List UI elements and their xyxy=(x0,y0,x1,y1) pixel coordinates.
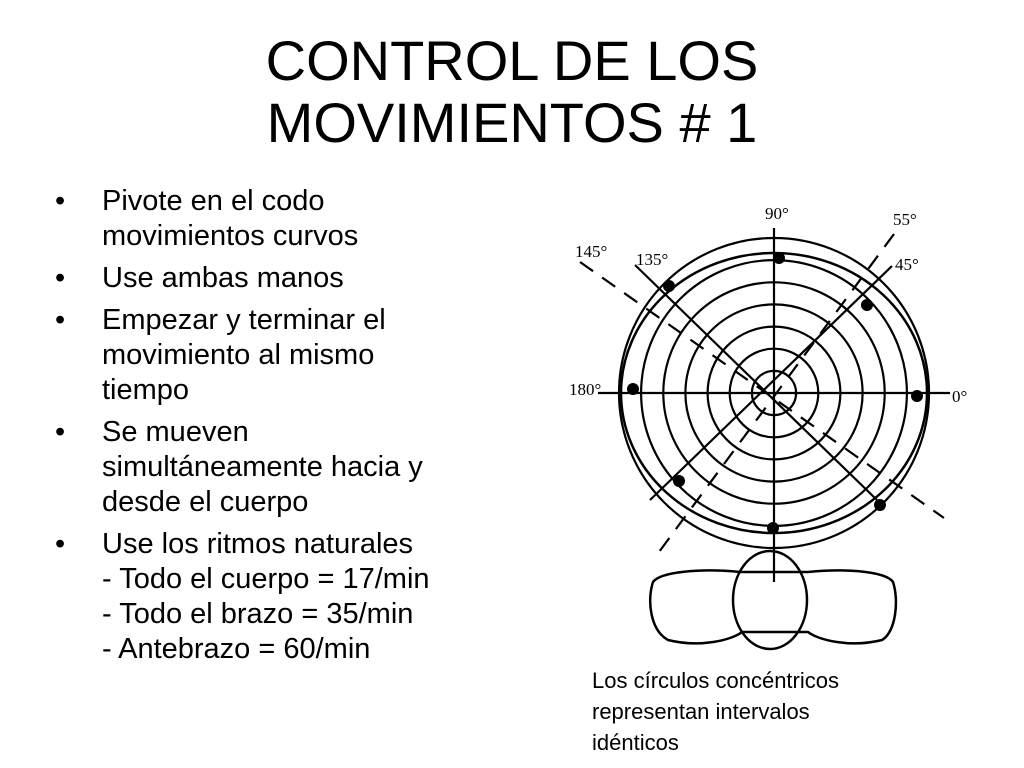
point-270 xyxy=(767,522,779,534)
caption-line: representan intervalos xyxy=(592,699,810,724)
bullet-line: desde el cuerpo xyxy=(102,486,309,518)
slide-title: CONTROL DE LOS MOVIMIENTOS # 1 xyxy=(0,30,1024,154)
diagonal-axis-135 xyxy=(634,264,878,501)
dashed-line-145 xyxy=(579,261,945,519)
angle-label-135: 135° xyxy=(636,250,668,269)
bullet-line: movimientos curvos xyxy=(102,220,359,252)
point-225 xyxy=(673,475,685,487)
bullet-item-both-hands: Use ambas manos xyxy=(55,261,525,296)
caption-line: Los círculos concéntricos xyxy=(592,668,839,693)
bullet-line: Empezar y terminar el xyxy=(102,304,386,336)
angle-label-55: 55° xyxy=(893,210,917,229)
point-135 xyxy=(663,280,675,292)
bullet-line: Use los ritmos naturales xyxy=(102,528,414,560)
bullet-line: movimiento al mismo xyxy=(102,339,375,371)
bullet-line: - Todo el cuerpo = 17/min xyxy=(102,563,430,595)
reference-lines xyxy=(598,228,950,582)
point-180 xyxy=(627,383,639,395)
bullet-line: - Todo el brazo = 35/min xyxy=(102,598,414,630)
bullet-item-pivot: Pivote en el codo movimientos curvos xyxy=(55,184,525,254)
caption-line: idénticos xyxy=(592,730,679,755)
diagonal-axis-45 xyxy=(649,265,893,501)
point-45 xyxy=(861,299,873,311)
bullet-item-start-end: Empezar y terminar el movimiento al mism… xyxy=(55,303,525,408)
head-outline xyxy=(731,549,809,651)
shoulders-outline xyxy=(648,569,898,645)
bullet-line: Pivote en el codo xyxy=(102,185,325,217)
diagram-caption: Los círculos concéntricos representan in… xyxy=(592,665,892,758)
bullet-line: tiempo xyxy=(102,374,190,406)
bullet-item-rhythms: Use los ritmos naturales - Todo el cuerp… xyxy=(55,527,525,667)
bullet-line: Se mueven xyxy=(102,416,249,448)
angle-label-180: 180° xyxy=(569,380,601,399)
angle-label-0: 0° xyxy=(952,387,967,406)
bullet-line: - Antebrazo = 60/min xyxy=(102,633,371,665)
bullet-item-simultaneous: Se mueven simultáneamente hacia y desde … xyxy=(55,415,525,520)
angle-label-45: 45° xyxy=(895,255,919,274)
bullet-list: Pivote en el codo movimientos curvos Use… xyxy=(55,184,525,674)
bullet-line: simultáneamente hacia y xyxy=(102,451,423,483)
dashed-extensions xyxy=(579,233,945,557)
body-outline xyxy=(648,549,898,651)
point-0 xyxy=(911,390,923,402)
title-line-2: MOVIMIENTOS # 1 xyxy=(266,91,758,154)
marker-points xyxy=(627,252,923,534)
angle-label-145: 145° xyxy=(575,242,607,261)
point-90 xyxy=(773,252,785,264)
angle-labels: 90° 55° 45° 145° 135° 180° 0° xyxy=(569,204,967,406)
movement-diagram: 90° 55° 45° 145° 135° 180° 0° xyxy=(569,204,967,651)
title-line-1: CONTROL DE LOS xyxy=(265,29,759,92)
angle-label-90: 90° xyxy=(765,204,789,223)
bullet-line: Use ambas manos xyxy=(102,262,344,294)
point-315 xyxy=(874,499,886,511)
dashed-line-55 xyxy=(655,233,895,557)
